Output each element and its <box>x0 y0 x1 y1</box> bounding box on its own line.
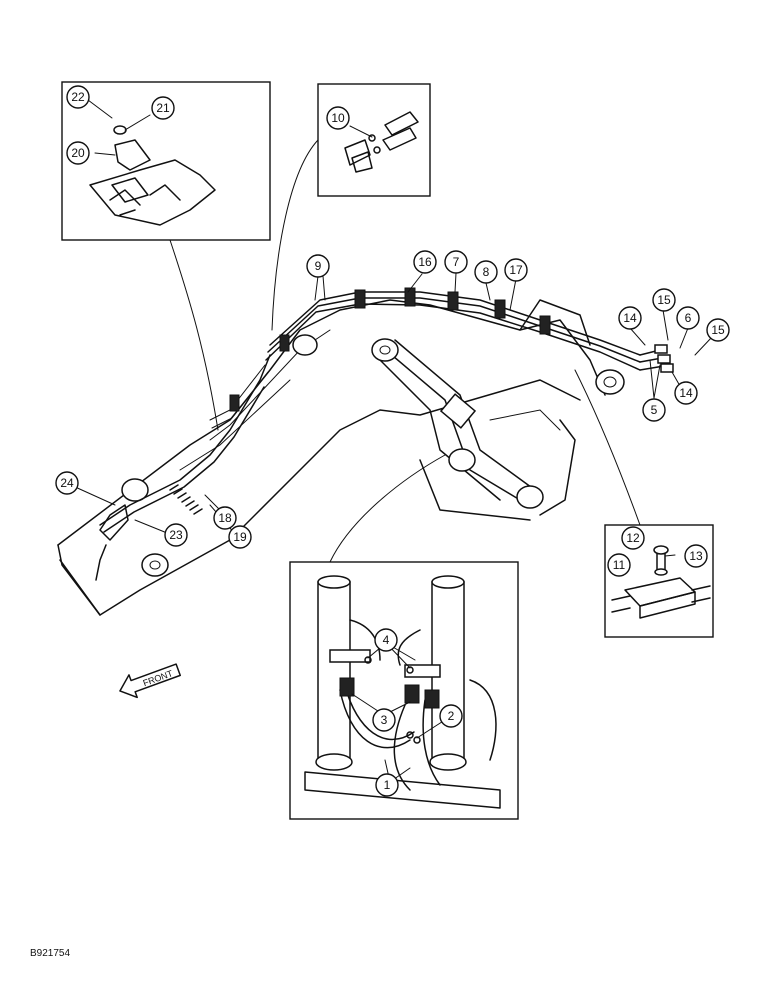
svg-text:13: 13 <box>689 549 703 563</box>
svg-text:11: 11 <box>613 558 626 572</box>
callout-4: 4 <box>374 628 398 652</box>
callout-3: 3 <box>372 708 396 732</box>
callout-16: 16 <box>413 250 437 274</box>
callout-14b: 14 <box>674 381 698 405</box>
svg-text:22: 22 <box>71 90 85 104</box>
svg-text:2: 2 <box>448 709 455 723</box>
svg-text:1: 1 <box>384 778 391 792</box>
svg-text:6: 6 <box>685 311 692 325</box>
boom-foot-pin <box>595 369 625 395</box>
callout-24: 24 <box>55 471 79 495</box>
callout-19: 19 <box>228 525 252 549</box>
callouts: 1 2 3 4 5 6 7 8 9 10 11 12 13 14 14 15 1… <box>55 85 730 797</box>
svg-text:21: 21 <box>156 101 170 115</box>
svg-text:8: 8 <box>483 265 490 279</box>
callout-6: 6 <box>676 306 700 330</box>
svg-text:19: 19 <box>233 530 247 544</box>
callout-2: 2 <box>439 704 463 728</box>
front-arrow: FRONT <box>119 663 181 699</box>
svg-text:16: 16 <box>418 255 432 269</box>
svg-text:10: 10 <box>331 111 345 125</box>
svg-text:4: 4 <box>383 633 390 647</box>
callout-18: 18 <box>213 506 237 530</box>
callout-21: 21 <box>151 96 175 120</box>
callout-7: 7 <box>444 250 468 274</box>
inset-clamp <box>604 524 714 638</box>
svg-text:24: 24 <box>60 476 74 490</box>
callout-20: 20 <box>66 141 90 165</box>
boom-cylinders <box>371 338 576 521</box>
svg-text:12: 12 <box>626 531 640 545</box>
svg-text:20: 20 <box>71 146 85 160</box>
svg-text:5: 5 <box>651 403 658 417</box>
svg-text:7: 7 <box>453 255 460 269</box>
svg-text:3: 3 <box>381 713 388 727</box>
svg-text:14: 14 <box>623 311 637 325</box>
svg-text:18: 18 <box>218 511 232 525</box>
inset-leaders <box>72 139 713 563</box>
hose-run <box>95 287 674 581</box>
svg-text:15: 15 <box>711 323 725 337</box>
boom-assembly <box>57 299 625 616</box>
svg-text:17: 17 <box>509 263 523 277</box>
callout-22: 22 <box>66 85 90 109</box>
callout-13: 13 <box>684 544 708 568</box>
svg-text:14: 14 <box>679 386 693 400</box>
svg-text:15: 15 <box>657 293 671 307</box>
callout-12: 12 <box>621 526 645 550</box>
callout-15b: 15 <box>706 318 730 342</box>
svg-text:9: 9 <box>315 259 322 273</box>
callout-9: 9 <box>306 254 330 278</box>
svg-text:23: 23 <box>169 528 183 542</box>
callout-15a: 15 <box>652 288 676 312</box>
callout-14a: 14 <box>618 306 642 330</box>
callout-23: 23 <box>164 523 188 547</box>
callout-11: 11 <box>607 553 631 577</box>
inset-cylinder-ports <box>289 561 519 820</box>
callout-8: 8 <box>474 260 498 284</box>
callout-17: 17 <box>504 258 528 282</box>
callout-1: 1 <box>375 773 399 797</box>
inset-fittings <box>317 83 431 197</box>
document-code: B921754 <box>30 948 71 959</box>
callout-5: 5 <box>642 398 666 422</box>
callout-10: 10 <box>326 106 350 130</box>
